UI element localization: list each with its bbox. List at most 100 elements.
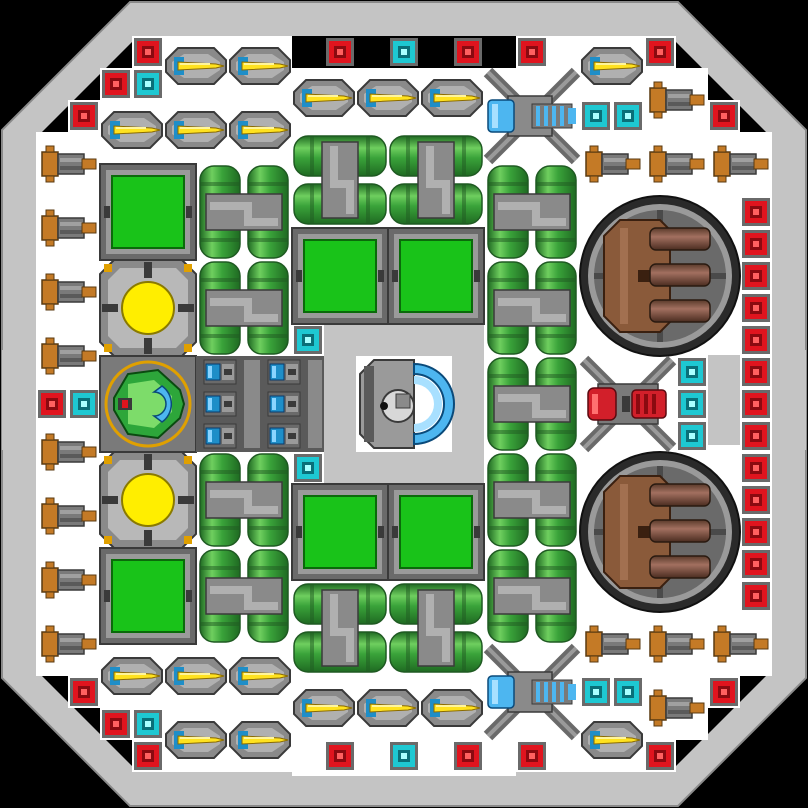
cyan-node-icon[interactable] [294, 454, 322, 482]
engine-icon[interactable] [203, 391, 237, 417]
laser-turret-icon[interactable] [101, 657, 163, 695]
cyan-node-icon[interactable] [70, 390, 98, 418]
cargo-icon[interactable] [99, 547, 197, 645]
railgun-icon[interactable] [645, 145, 705, 183]
railgun-icon[interactable] [37, 145, 97, 183]
red-node-icon[interactable] [742, 550, 770, 578]
railgun-icon[interactable] [581, 625, 641, 663]
fuel-tank-icon[interactable] [483, 547, 581, 645]
fuel-tank-icon[interactable] [483, 163, 581, 261]
cyan-node-icon[interactable] [678, 358, 706, 386]
red-node-icon[interactable] [742, 486, 770, 514]
engine-icon[interactable] [267, 423, 301, 449]
red-node-icon[interactable] [134, 38, 162, 66]
red-node-icon[interactable] [742, 294, 770, 322]
cyan-node-icon[interactable] [390, 742, 418, 770]
railgun-icon[interactable] [709, 625, 769, 663]
red-node-icon[interactable] [742, 262, 770, 290]
red-node-icon[interactable] [102, 710, 130, 738]
red-node-icon[interactable] [742, 454, 770, 482]
red-node-icon[interactable] [646, 38, 674, 66]
fuel-tank-icon[interactable] [195, 451, 293, 549]
laser-turret-icon[interactable] [293, 689, 355, 727]
cyan-node-icon[interactable] [294, 326, 322, 354]
fuel-tank-icon[interactable] [195, 163, 293, 261]
red-node-icon[interactable] [454, 38, 482, 66]
laser-turret-icon[interactable] [357, 689, 419, 727]
cargo-icon[interactable] [387, 483, 485, 581]
red-node-icon[interactable] [326, 38, 354, 66]
cyan-node-icon[interactable] [678, 422, 706, 450]
red-node-icon[interactable] [710, 102, 738, 130]
railgun-icon[interactable] [37, 209, 97, 247]
fuel-tank-icon[interactable] [291, 131, 389, 229]
laser-turret-icon[interactable] [229, 47, 291, 85]
fuel-tank-icon[interactable] [483, 259, 581, 357]
red-node-icon[interactable] [326, 742, 354, 770]
red-node-icon[interactable] [742, 422, 770, 450]
red-node-icon[interactable] [518, 742, 546, 770]
railgun-icon[interactable] [37, 625, 97, 663]
red-node-icon[interactable] [710, 678, 738, 706]
red-node-icon[interactable] [70, 678, 98, 706]
cargo-icon[interactable] [291, 483, 389, 581]
engine-icon[interactable] [267, 359, 301, 385]
laser-turret-icon[interactable] [229, 657, 291, 695]
red-node-icon[interactable] [742, 326, 770, 354]
engine-icon[interactable] [203, 359, 237, 385]
laser-turret-icon[interactable] [229, 111, 291, 149]
laser-turret-icon[interactable] [293, 79, 355, 117]
railgun-icon[interactable] [37, 433, 97, 471]
reactor-icon[interactable] [99, 259, 197, 357]
cyan-node-icon[interactable] [582, 678, 610, 706]
engine-icon[interactable] [267, 391, 301, 417]
engine-block[interactable] [196, 356, 324, 452]
cyan-node-icon[interactable] [614, 102, 642, 130]
heavy-cannon-icon[interactable] [579, 195, 741, 357]
laser-turret-icon[interactable] [165, 111, 227, 149]
red-node-icon[interactable] [454, 742, 482, 770]
red-node-icon[interactable] [742, 390, 770, 418]
laser-turret-icon[interactable] [101, 111, 163, 149]
railgun-icon[interactable] [709, 145, 769, 183]
red-node-icon[interactable] [742, 358, 770, 386]
railgun-icon[interactable] [645, 689, 705, 727]
railgun-icon[interactable] [581, 145, 641, 183]
cyan-node-icon[interactable] [614, 678, 642, 706]
cyan-node-icon[interactable] [678, 390, 706, 418]
command-bridge[interactable] [99, 355, 197, 453]
laser-turret-icon[interactable] [165, 721, 227, 759]
laser-turret-icon[interactable] [229, 721, 291, 759]
railgun-icon[interactable] [37, 497, 97, 535]
cyan-node-icon[interactable] [134, 70, 162, 98]
railgun-icon[interactable] [37, 273, 97, 311]
railgun-icon[interactable] [37, 337, 97, 375]
fuel-tank-icon[interactable] [483, 355, 581, 453]
red-node-icon[interactable] [742, 518, 770, 546]
red-node-icon[interactable] [70, 102, 98, 130]
cargo-icon[interactable] [291, 227, 389, 325]
laser-turret-icon[interactable] [357, 79, 419, 117]
red-node-icon[interactable] [742, 582, 770, 610]
red-node-icon[interactable] [134, 742, 162, 770]
cyan-node-icon[interactable] [582, 102, 610, 130]
engine-icon[interactable] [203, 423, 237, 449]
fuel-tank-icon[interactable] [483, 451, 581, 549]
red-node-icon[interactable] [742, 230, 770, 258]
fuel-tank-icon[interactable] [291, 579, 389, 677]
fuel-tank-icon[interactable] [195, 259, 293, 357]
laser-turret-icon[interactable] [421, 689, 483, 727]
railgun-icon[interactable] [645, 625, 705, 663]
railgun-icon[interactable] [645, 81, 705, 119]
red-node-icon[interactable] [742, 198, 770, 226]
fuel-tank-icon[interactable] [195, 547, 293, 645]
laser-turret-icon[interactable] [581, 721, 643, 759]
central-shield-module[interactable] [359, 359, 455, 449]
red-node-icon[interactable] [102, 70, 130, 98]
red-node-icon[interactable] [38, 390, 66, 418]
cargo-icon[interactable] [99, 163, 197, 261]
fuel-tank-icon[interactable] [387, 131, 485, 229]
cyan-node-icon[interactable] [390, 38, 418, 66]
red-node-icon[interactable] [518, 38, 546, 66]
heavy-cannon-icon[interactable] [579, 451, 741, 613]
